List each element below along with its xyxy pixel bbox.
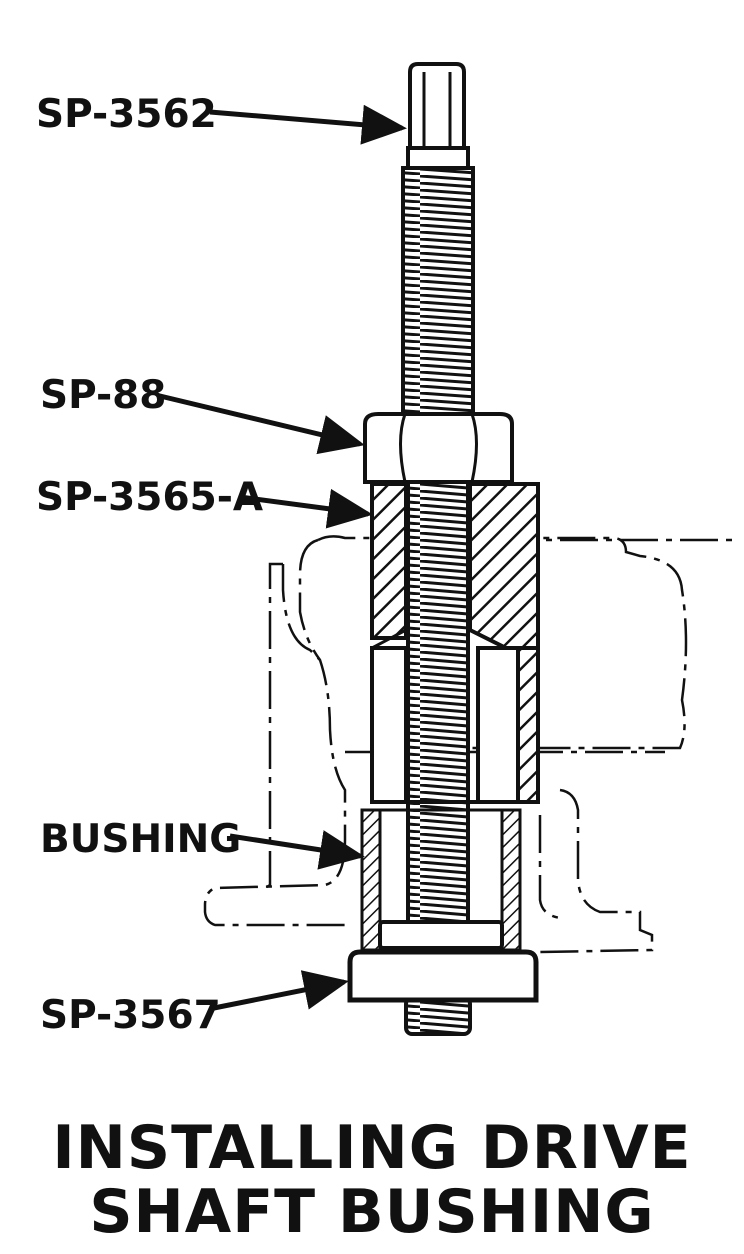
label-sp-3565-a: SP-3565-A bbox=[36, 475, 263, 520]
leader-bushing bbox=[229, 830, 365, 870]
base-plate bbox=[347, 949, 539, 1003]
leader-lines bbox=[159, 104, 407, 1011]
label-sp-3567: SP-3567 bbox=[40, 993, 221, 1038]
leader-plate bbox=[213, 970, 349, 1011]
label-sp-88: SP-88 bbox=[40, 373, 166, 418]
leader-nut bbox=[159, 393, 365, 455]
forcing-screw bbox=[401, 62, 475, 1036]
label-sp-3562: SP-3562 bbox=[36, 92, 217, 137]
caption-line-1: INSTALLING DRIVE bbox=[52, 1113, 691, 1183]
caption-line-2: SHAFT BUSHING bbox=[89, 1177, 654, 1247]
hex-nut bbox=[363, 412, 514, 484]
pilot-washer bbox=[378, 920, 504, 950]
label-bushing: BUSHING bbox=[40, 817, 241, 862]
leader-sleeve bbox=[239, 488, 373, 529]
leader-wrench bbox=[209, 104, 407, 145]
installer-sleeve bbox=[370, 482, 540, 804]
